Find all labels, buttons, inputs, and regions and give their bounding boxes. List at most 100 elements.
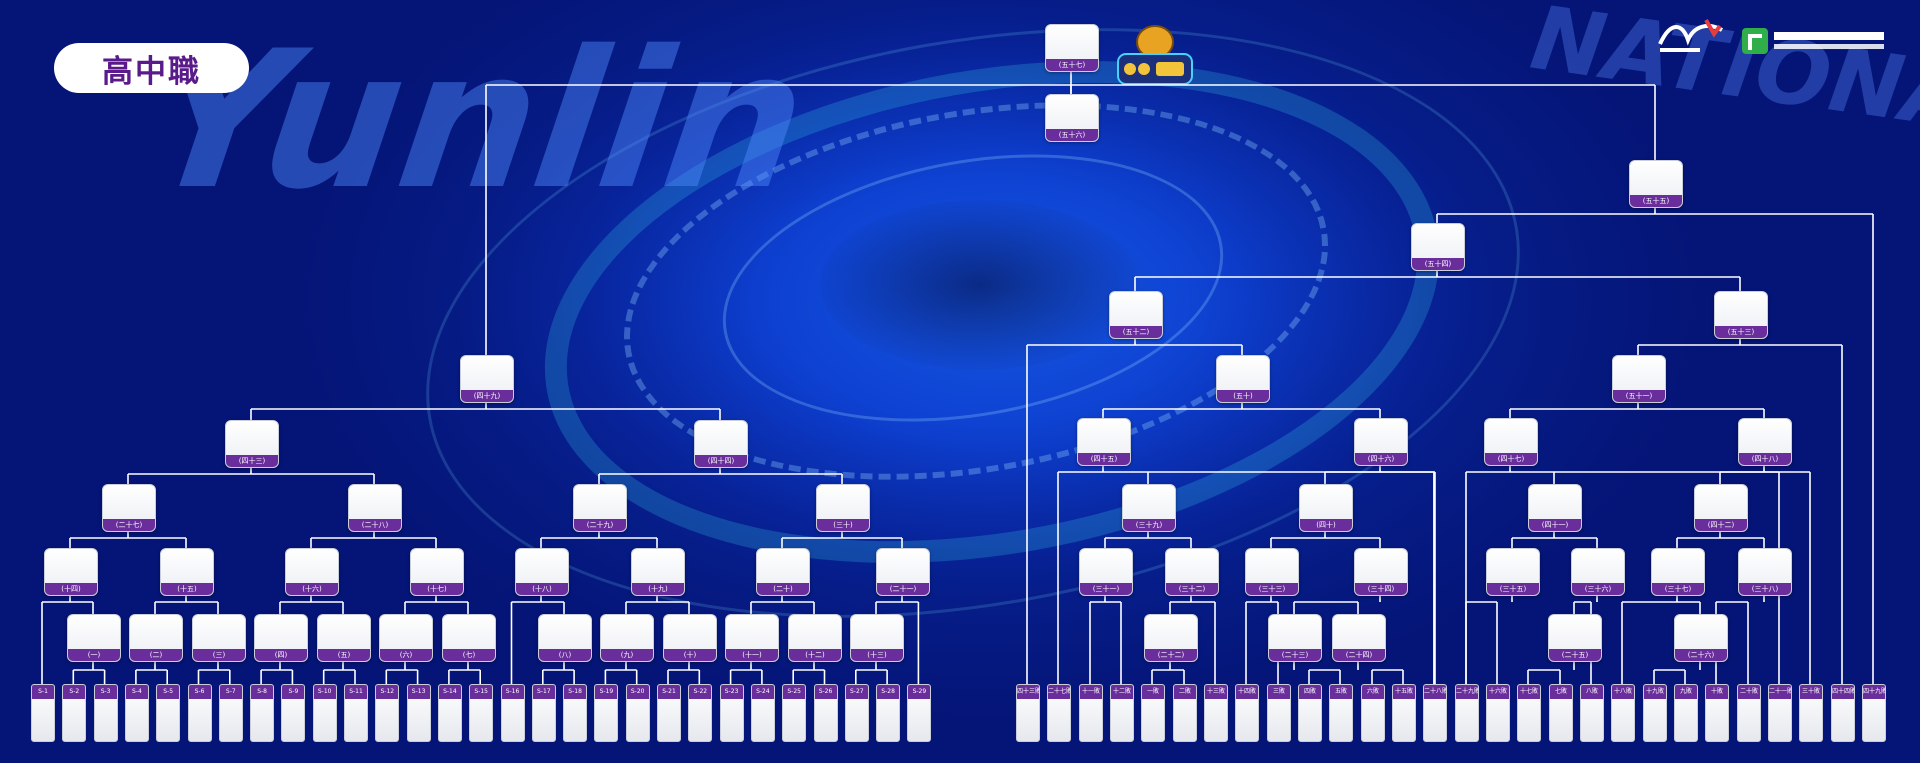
entry-slot[interactable]: S-26 — [813, 684, 838, 742]
match-box-r41[interactable]: (四十一) — [1528, 484, 1582, 532]
match-box-r49[interactable]: (四十九) — [460, 355, 514, 403]
entry-slot[interactable]: 二十一敗 — [1768, 684, 1792, 742]
match-box-r11[interactable]: (十一) — [725, 614, 779, 662]
match-box-r19[interactable]: (十九) — [631, 548, 685, 596]
entry-slot[interactable]: 二十敗 — [1737, 684, 1761, 742]
entry-slot[interactable]: S-23 — [719, 684, 744, 742]
entry-slot[interactable]: S-10 — [312, 684, 337, 742]
entry-slot[interactable]: S-1 — [31, 684, 55, 742]
entry-slot[interactable]: 三十敗 — [1799, 684, 1823, 742]
entry-slot[interactable]: S-12 — [375, 684, 400, 742]
entry-slot[interactable]: 二十九敗 — [1455, 684, 1479, 742]
entry-slot[interactable]: 八敗 — [1580, 684, 1604, 742]
entry-slot[interactable]: S-9 — [281, 684, 306, 742]
match-box-r14[interactable]: (十四) — [44, 548, 98, 596]
match-box-r8[interactable]: (八) — [538, 614, 592, 662]
match-box-r44[interactable]: (四十四) — [694, 420, 748, 468]
match-box-r1[interactable]: (一) — [67, 614, 121, 662]
entry-slot[interactable]: S-28 — [876, 684, 901, 742]
entry-slot[interactable]: S-19 — [594, 684, 619, 742]
match-box-r28[interactable]: (二十八) — [348, 484, 402, 532]
entry-slot[interactable]: S-17 — [531, 684, 556, 742]
entry-slot[interactable]: 十七敗 — [1517, 684, 1541, 742]
entry-slot[interactable]: 四十三敗 — [1016, 684, 1040, 742]
entry-slot[interactable]: 十一敗 — [1079, 684, 1103, 742]
match-box-r34[interactable]: (三十四) — [1354, 548, 1408, 596]
match-box-r3[interactable]: (三) — [192, 614, 246, 662]
match-box-r12[interactable]: (十二) — [788, 614, 842, 662]
match-box-r24[interactable]: (二十四) — [1332, 614, 1386, 662]
entry-slot[interactable]: S-5 — [156, 684, 181, 742]
match-box-r29[interactable]: (二十九) — [573, 484, 627, 532]
entry-slot[interactable]: S-16 — [500, 684, 525, 742]
entry-slot[interactable]: 四敗 — [1298, 684, 1322, 742]
entry-slot[interactable]: S-6 — [187, 684, 212, 742]
match-box-r47[interactable]: (四十七) — [1484, 418, 1538, 466]
match-box-r52[interactable]: (五十二) — [1109, 291, 1163, 339]
entry-slot[interactable]: S-15 — [469, 684, 494, 742]
entry-slot[interactable]: S-4 — [124, 684, 149, 742]
match-box-r46[interactable]: (四十六) — [1354, 418, 1408, 466]
entry-slot[interactable]: 四十九敗 — [1862, 684, 1886, 742]
match-box-final[interactable]: (五十七) — [1045, 24, 1099, 72]
entry-slot[interactable]: 二敗 — [1173, 684, 1197, 742]
match-box-r16[interactable]: (十六) — [285, 548, 339, 596]
entry-slot[interactable]: 二十七敗 — [1047, 684, 1071, 742]
match-box-r20[interactable]: (二十) — [756, 548, 810, 596]
entry-slot[interactable]: S-8 — [250, 684, 275, 742]
match-box-r6[interactable]: (六) — [379, 614, 433, 662]
entry-slot[interactable]: S-25 — [782, 684, 807, 742]
match-box-r18[interactable]: (十八) — [515, 548, 569, 596]
match-box-r51[interactable]: (五十一) — [1612, 355, 1666, 403]
entry-slot[interactable]: 十九敗 — [1643, 684, 1667, 742]
match-box-r7[interactable]: (七) — [442, 614, 496, 662]
match-box-final_sub[interactable]: (五十六) — [1045, 94, 1099, 142]
entry-slot[interactable]: S-29 — [907, 684, 932, 742]
match-box-r32[interactable]: (三十二) — [1165, 548, 1219, 596]
match-box-r33[interactable]: (三十三) — [1245, 548, 1299, 596]
match-box-r25[interactable]: (二十五) — [1548, 614, 1602, 662]
match-box-r42[interactable]: (四十二) — [1694, 484, 1748, 532]
match-box-r30[interactable]: (三十) — [816, 484, 870, 532]
entry-slot[interactable]: S-18 — [563, 684, 588, 742]
entry-slot[interactable]: 三敗 — [1267, 684, 1291, 742]
entry-slot[interactable]: 二十八敗 — [1423, 684, 1447, 742]
match-box-r23[interactable]: (二十三) — [1268, 614, 1322, 662]
match-box-r39[interactable]: (三十九) — [1122, 484, 1176, 532]
match-box-r38[interactable]: (三十八) — [1738, 548, 1792, 596]
entry-slot[interactable]: S-3 — [93, 684, 118, 742]
match-box-r55[interactable]: (五十五) — [1629, 160, 1683, 208]
match-box-r36[interactable]: (三十六) — [1571, 548, 1625, 596]
match-box-r26[interactable]: (二十六) — [1674, 614, 1728, 662]
entry-slot[interactable]: 七敗 — [1549, 684, 1573, 742]
entry-slot[interactable]: S-27 — [844, 684, 869, 742]
entry-slot[interactable]: 十六敗 — [1486, 684, 1510, 742]
match-box-r21[interactable]: (二十一) — [876, 548, 930, 596]
match-box-r50[interactable]: (五十) — [1216, 355, 1270, 403]
match-box-r40[interactable]: (四十) — [1299, 484, 1353, 532]
entry-slot[interactable]: 九敗 — [1674, 684, 1698, 742]
entry-slot[interactable]: 十四敗 — [1235, 684, 1259, 742]
entry-slot[interactable]: 十三敗 — [1204, 684, 1228, 742]
entry-slot[interactable]: 十二敗 — [1110, 684, 1134, 742]
match-box-r15[interactable]: (十五) — [160, 548, 214, 596]
match-box-r5[interactable]: (五) — [317, 614, 371, 662]
entry-slot[interactable]: 六敗 — [1361, 684, 1385, 742]
match-box-r17[interactable]: (十七) — [410, 548, 464, 596]
match-box-r22[interactable]: (二十二) — [1144, 614, 1198, 662]
entry-slot[interactable]: 十五敗 — [1392, 684, 1416, 742]
entry-slot[interactable]: S-20 — [625, 684, 650, 742]
entry-slot[interactable]: S-21 — [657, 684, 681, 742]
match-box-r48[interactable]: (四十八) — [1738, 418, 1792, 466]
match-box-r37[interactable]: (三十七) — [1651, 548, 1705, 596]
entry-slot[interactable]: S-14 — [437, 684, 462, 742]
entry-slot[interactable]: S-22 — [688, 684, 713, 742]
match-box-r2[interactable]: (二) — [129, 614, 183, 662]
entry-slot[interactable]: S-2 — [62, 684, 87, 742]
match-box-r10[interactable]: (十) — [663, 614, 717, 662]
match-box-r31[interactable]: (三十一) — [1079, 548, 1133, 596]
match-box-r53[interactable]: (五十三) — [1714, 291, 1768, 339]
match-box-r43[interactable]: (四十三) — [225, 420, 279, 468]
entry-slot[interactable]: 五敗 — [1329, 684, 1353, 742]
match-box-r9[interactable]: (九) — [600, 614, 654, 662]
